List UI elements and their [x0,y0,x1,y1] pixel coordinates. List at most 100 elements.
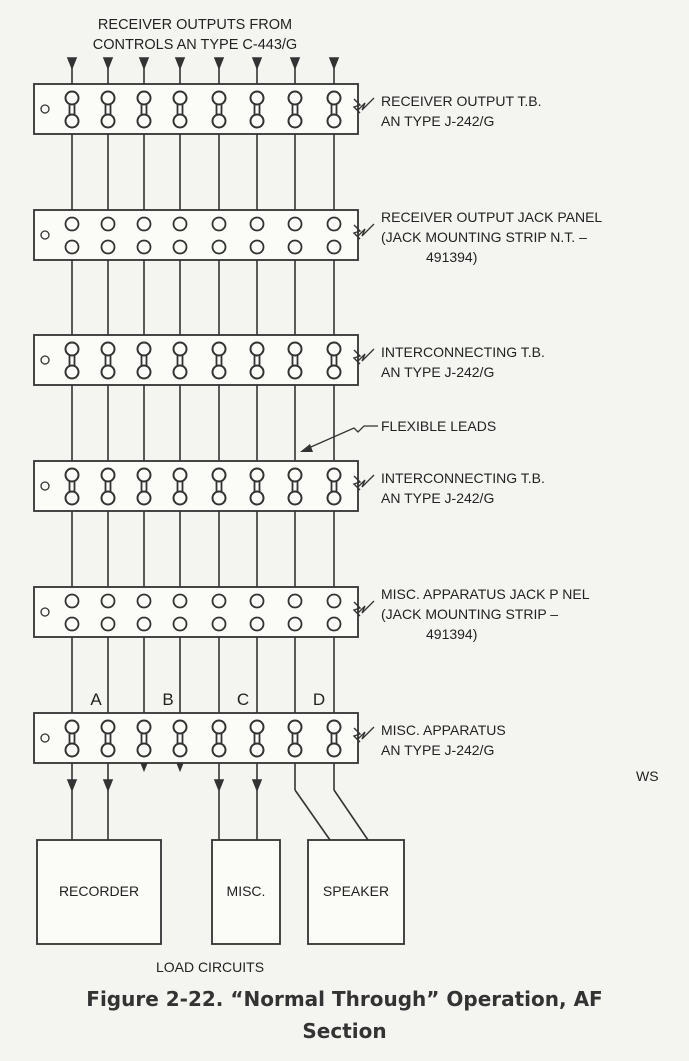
terminal-bottom [136,364,152,380]
mounting-hole [40,104,50,114]
panel-frame-5 [33,586,359,638]
panel-break-mark [352,98,362,114]
terminal-top [100,341,116,357]
panel-break-mark [352,475,362,491]
terminal-bottom [326,364,342,380]
terminal-top [249,341,265,357]
input-arrow-3 [138,57,150,71]
header-line-2: CONTROLS AN TYPE C-443/G [93,37,297,53]
terminal-top [172,467,188,483]
jack-bottom [172,239,188,255]
terminal-top [287,90,303,106]
load-box-3 [307,839,405,945]
jack-bottom [64,616,80,632]
terminal-bottom [136,490,152,506]
terminal-top [100,90,116,106]
jack-bottom [249,616,265,632]
speaker-lead-2 [333,789,369,841]
terminal-bottom [100,364,116,380]
terminal-bottom [249,364,265,380]
load-box-label-1: RECORDER [59,883,139,899]
flexible-leads-arrowhead [300,444,313,452]
terminal-bottom [172,364,188,380]
jack-bottom [136,616,152,632]
jack-bottom [136,239,152,255]
jack-top [249,216,265,232]
terminal-top [100,467,116,483]
panel-frame-1 [33,83,359,135]
jack-top [136,593,152,609]
jack-bottom [211,239,227,255]
terminal-top [326,719,342,735]
panel-break-mark [352,349,362,365]
panel-1 [33,83,362,135]
terminal-bottom [136,742,152,758]
terminal-top [64,467,80,483]
jack-bottom [100,616,116,632]
panels-layer [33,83,405,945]
label-leader [357,474,375,488]
terminal-top [172,719,188,735]
jack-top [249,593,265,609]
jack-top [211,216,227,232]
terminal-top [326,341,342,357]
terminal-bottom [326,490,342,506]
panel-frame-3 [33,334,359,386]
terminal-top [172,90,188,106]
terminal-bottom [326,742,342,758]
terminal-bottom [211,490,227,506]
terminal-bottom [172,490,188,506]
panel-5-label-line-1: MISC. APPARATUS JACK P NEL [381,586,590,602]
terminal-bottom [326,113,342,129]
terminal-top [326,467,342,483]
terminal-bottom [100,113,116,129]
flexible-leads-label: FLEXIBLE LEADS [381,418,496,434]
terminal-top [211,467,227,483]
panel-break-mark [352,224,362,240]
terminal-bottom [211,364,227,380]
terminal-top [249,467,265,483]
terminal-bottom [136,113,152,129]
mounting-hole [40,733,50,743]
stray-mark: WS [636,768,659,784]
panel-4-label-line-1: INTERCONNECTING T.B. [381,470,545,486]
panel-5-label-line-3: 491394) [426,626,477,642]
input-arrow-8 [328,57,340,71]
panel-5 [33,586,362,638]
terminal-top [287,467,303,483]
terminal-bottom [287,364,303,380]
terminal-top [100,719,116,735]
panel-6-label-line-1: MISC. APPARATUS [381,722,506,738]
panel-6-label-line-2: AN TYPE J-242/G [381,742,494,758]
load-circuits-label: LOAD CIRCUITS [156,959,264,975]
panel-4-label-line-2: AN TYPE J-242/G [381,490,494,506]
terminal-bottom [64,742,80,758]
jack-bottom [100,239,116,255]
terminal-bottom [249,113,265,129]
terminal-bottom [211,113,227,129]
jack-bottom [172,616,188,632]
terminal-bottom [64,364,80,380]
panel-4 [33,460,362,512]
panel-2-label-line-3: 491394) [426,249,477,265]
terminal-bottom [172,742,188,758]
terminal-bottom [249,490,265,506]
terminal-bottom [100,490,116,506]
terminal-top [287,719,303,735]
panel-5-label-line-2: (JACK MOUNTING STRIP – [381,606,558,622]
panel-3 [33,334,362,386]
load-box-1 [36,839,162,945]
label-leader [357,97,375,111]
input-arrow-1 [66,57,78,71]
jack-top [287,593,303,609]
panel-3-label-line-2: AN TYPE J-242/G [381,364,494,380]
jack-top [172,216,188,232]
header-line-1: RECEIVER OUTPUTS FROM [98,17,292,33]
jack-top [100,216,116,232]
terminal-bottom [249,742,265,758]
load-box-2 [211,839,281,945]
jack-top [64,593,80,609]
terminal-top [249,90,265,106]
mounting-hole [40,607,50,617]
output-arrow-1 [66,779,78,793]
